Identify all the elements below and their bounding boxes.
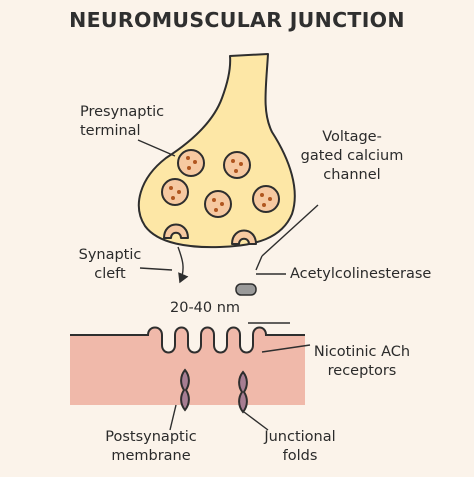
membrane-top-outline (70, 326, 305, 354)
label-gap-distance: 20-40 nm (170, 300, 241, 316)
postsynaptic-leader (169, 404, 177, 431)
label-nicotinic-ach-receptors: Nicotinic ACh receptors (313, 344, 411, 379)
fusing-vesicles (163, 223, 257, 245)
label-acetylcholinesterase: Acetylcolinesterase (290, 266, 432, 282)
synaptic-cleft-leader (139, 267, 173, 271)
synaptic-vesicles (161, 149, 280, 218)
vesicle (204, 190, 232, 218)
label-junctional-folds: Junctional folds (264, 429, 336, 464)
vesicle (177, 149, 205, 177)
presynaptic-leader (137, 139, 176, 157)
calcium-channel-leader (261, 204, 319, 257)
junctional-folds-leader (243, 411, 269, 431)
label-presynaptic-terminal: Presynaptic terminal (80, 104, 165, 139)
label-synaptic-cleft: Synaptic cleft (78, 247, 142, 282)
diagram-title: NEUROMUSCULAR JUNCTION (69, 8, 405, 32)
vesicle (223, 151, 251, 179)
ach-receptors (180, 368, 248, 414)
label-postsynaptic-membrane: Postsynaptic membrane (105, 429, 197, 464)
acetylcholinesterase-enzyme (235, 283, 257, 296)
receptors-leader (261, 344, 311, 353)
synaptic-cleft-arrow (177, 246, 189, 284)
vesicle (252, 185, 280, 213)
label-voltage-gated-calcium-channel: Voltage- gated calcium channel (300, 129, 404, 183)
calcium-channel-leader-tick (255, 255, 263, 271)
vesicle (161, 178, 189, 206)
